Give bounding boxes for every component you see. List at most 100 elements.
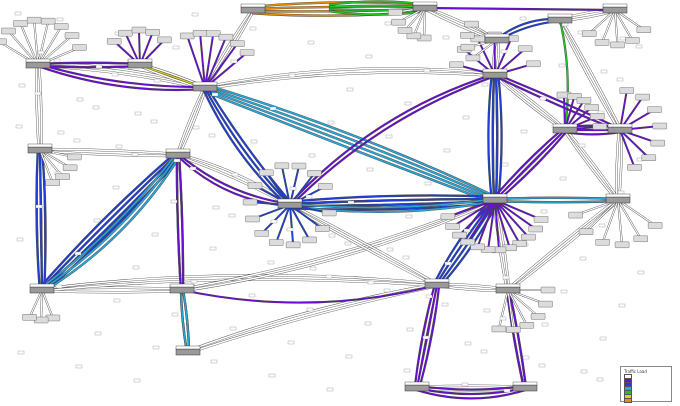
satellite-node [519, 322, 535, 329]
link-layer [0, 0, 661, 400]
link-label [385, 134, 393, 139]
link-label-box [289, 186, 297, 191]
satellite-node-box [641, 154, 657, 161]
link-label [366, 167, 374, 172]
link-label-box [112, 185, 120, 190]
link-label [404, 101, 412, 106]
link-label [600, 69, 608, 74]
link [204, 67, 496, 88]
link-label [383, 288, 391, 293]
link-label [464, 341, 472, 346]
link [35, 64, 40, 151]
link-label [92, 105, 100, 110]
router-node [175, 345, 201, 356]
link [424, 7, 616, 11]
link-label [422, 335, 430, 340]
link-label-box [402, 255, 410, 260]
router-node [482, 68, 508, 79]
router-node [602, 3, 628, 14]
link-label [74, 251, 82, 256]
router-node-box [192, 84, 218, 92]
link-label-box [152, 345, 160, 350]
link-label [153, 78, 161, 83]
satellite-node-box [192, 30, 208, 37]
link-label-box [170, 199, 178, 204]
link [507, 289, 514, 331]
router-node [412, 1, 438, 12]
router-node-box [607, 126, 633, 134]
satellite-node [647, 106, 662, 113]
link-label [423, 68, 431, 73]
link-label-box [522, 355, 530, 360]
link-label-box [366, 167, 374, 172]
link-label [540, 209, 548, 214]
satellite-node-box [247, 182, 263, 189]
link-label [16, 237, 24, 242]
link-label [444, 261, 452, 266]
link-label [616, 77, 624, 82]
satellite-node [322, 209, 337, 217]
link-label [579, 256, 587, 261]
link-label-box [423, 68, 431, 73]
router-node [482, 193, 508, 204]
satellite-node [540, 286, 556, 294]
satellite-node [460, 238, 476, 246]
link-label-box [111, 72, 119, 77]
router-node-label [607, 123, 633, 128]
satellite-node-box [55, 173, 70, 180]
link-label [347, 200, 355, 205]
link-label [346, 87, 354, 92]
link [615, 129, 620, 201]
router-node [484, 33, 510, 44]
link [41, 290, 183, 293]
link-label [208, 133, 216, 138]
router-node-box [602, 6, 628, 14]
link-label-box [441, 302, 449, 307]
satellite-node [118, 29, 133, 37]
link-label [328, 233, 336, 238]
link-label-box [15, 124, 23, 129]
satellite-node-box [440, 213, 456, 220]
link-label-box [268, 373, 276, 378]
satellite-node-box [388, 9, 403, 16]
link-label [288, 73, 296, 78]
satellite-node [538, 300, 553, 308]
satellite-node-box [1, 27, 16, 35]
satellite-node-box [533, 216, 549, 223]
link [35, 149, 41, 291]
router-node-label [552, 123, 578, 128]
link-outline [187, 284, 439, 355]
satellite-node-box [118, 29, 133, 37]
link-label-box [404, 101, 412, 106]
link-label-box [286, 227, 294, 232]
link-label-box [444, 261, 452, 266]
satellite-node [62, 164, 78, 171]
link-label-box [133, 378, 141, 383]
satellite-node [619, 87, 634, 94]
router-node [277, 198, 303, 209]
satellite-node [610, 41, 625, 49]
link-label-box [405, 214, 413, 219]
link-label-box [386, 247, 394, 252]
satellite-node [584, 104, 599, 111]
router-node [192, 81, 218, 92]
router-node-box [240, 6, 266, 14]
link-label [212, 205, 220, 210]
router-node-box [165, 151, 191, 159]
satellite-node [470, 243, 485, 251]
link-label-box [306, 307, 314, 312]
router-node [169, 283, 195, 294]
satellite-node-box [45, 179, 60, 186]
satellite-node [206, 30, 221, 37]
link [204, 71, 496, 90]
link-label [442, 35, 450, 40]
link-label [618, 303, 626, 308]
satellite-node [13, 20, 28, 27]
satellite-node [26, 16, 42, 24]
satellite-node [578, 228, 594, 235]
link-label [248, 293, 256, 298]
router-node-label [412, 1, 438, 6]
link-label-box [92, 105, 100, 110]
link [203, 90, 495, 204]
router-node [27, 143, 53, 154]
